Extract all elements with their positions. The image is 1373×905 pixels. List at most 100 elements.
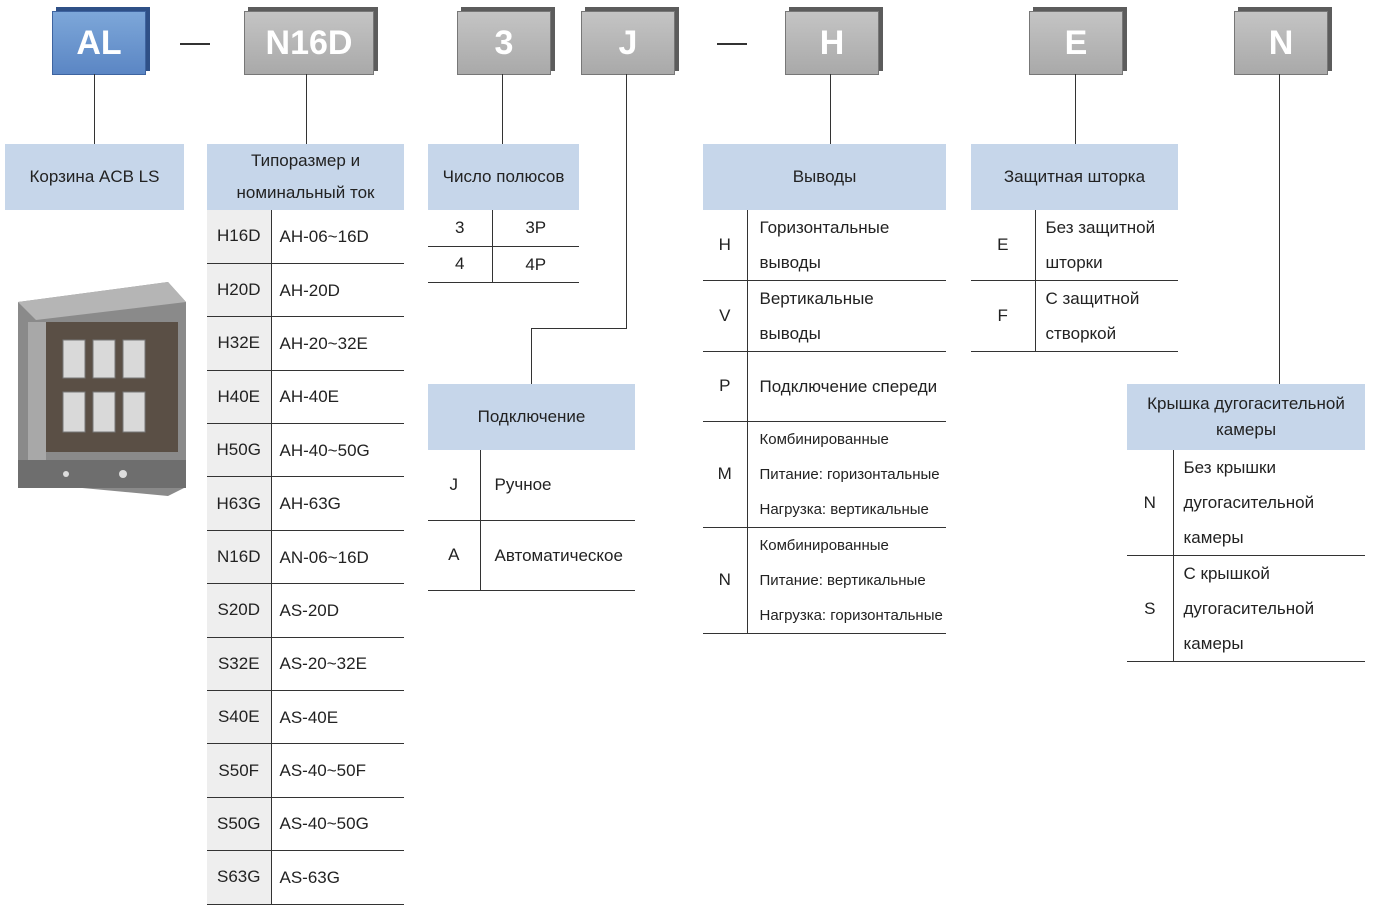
poles-row-code: 3 <box>428 210 493 247</box>
frame-row-code: H16D <box>207 210 272 264</box>
terminals-header: Выводы <box>703 144 946 210</box>
terminals-row-desc: Подключение спереди <box>747 351 946 422</box>
terminals-row-code: M <box>703 421 748 528</box>
arc-cover-row: S С крышкой дугогасительной камеры <box>1127 555 1365 662</box>
frame-header-line2: номинальный ток <box>236 183 375 202</box>
connector-line <box>1279 74 1280 384</box>
cradle-header: Корзина ACB LS <box>5 144 184 210</box>
shutter-row-desc-line: Без защитной <box>1045 218 1156 237</box>
separator-dash <box>717 43 747 45</box>
separator-dash <box>180 43 210 45</box>
terminals-row-desc-line: Питание: горизонтальные <box>759 465 940 483</box>
connector-line <box>626 74 627 328</box>
code-box-n16d: N16D <box>244 11 374 75</box>
frame-row-model: AS-40E <box>271 690 404 745</box>
terminals-row-desc-line: Вертикальные <box>759 289 874 308</box>
frame-row-model: AS-40~50G <box>271 797 404 852</box>
frame-row-code: S32E <box>207 637 272 692</box>
shutter-row-code: E <box>971 210 1036 281</box>
code-box-al: AL <box>52 11 146 75</box>
arc-cover-header-line2: камеры <box>1215 420 1277 439</box>
arc-cover-row-desc-line: дугогасительной <box>1183 599 1315 618</box>
terminals-row-desc-line: Нагрузка: вертикальные <box>759 500 929 518</box>
frame-row-model: AS-40~50F <box>271 743 404 798</box>
frame-row-model: AS-20D <box>271 583 404 638</box>
terminals-row-desc-line: Комбинированные <box>759 430 889 448</box>
arc-cover-row-desc: С крышкой дугогасительной камеры <box>1173 555 1365 662</box>
terminals-row-desc-line: Нагрузка: горизонтальные <box>759 606 943 624</box>
connection-row-desc: Ручное <box>480 450 635 521</box>
terminals-row-code: V <box>703 280 748 352</box>
shutter-header: Защитная шторка <box>971 144 1178 210</box>
frame-row-code: S50F <box>207 743 272 798</box>
connector-line <box>830 74 831 144</box>
terminals-row-desc-line: выводы <box>759 324 821 343</box>
arc-cover-header: Крышка дугогасительной камеры <box>1127 384 1365 450</box>
terminals-row-desc-line: Подключение спереди <box>759 376 938 396</box>
connection-row-desc: Автоматическое <box>480 520 635 591</box>
connector-line <box>94 74 95 144</box>
code-box-connection: J <box>581 11 675 75</box>
code-box-shutter: E <box>1029 11 1123 75</box>
code-box-poles: 3 <box>457 11 551 75</box>
terminals-row-desc-line: Горизонтальные <box>759 218 890 237</box>
arc-cover-row-desc-line: Без крышки <box>1183 458 1276 477</box>
arc-cover-row-code: S <box>1127 555 1174 662</box>
frame-row-code: H32E <box>207 316 272 371</box>
cradle-photo-icon <box>18 282 186 496</box>
connector-line <box>306 74 307 144</box>
arc-cover-header-line1: Крышка дугогасительной <box>1147 394 1345 413</box>
shutter-row-code: F <box>971 280 1036 352</box>
terminals-row-code: N <box>703 527 748 634</box>
frame-row-code: H40E <box>207 370 272 425</box>
frame-row-model: AH-20D <box>271 263 404 318</box>
frame-row-model: AH-40~50G <box>271 423 404 478</box>
arc-cover-row-desc-line: камеры <box>1183 634 1244 653</box>
frame-row-model: AH-06~16D <box>271 210 404 264</box>
connector-line <box>531 328 532 384</box>
frame-row-code: N16D <box>207 530 272 585</box>
arc-cover-row-desc-line: С крышкой <box>1183 564 1270 583</box>
terminals-row-desc: Вертикальные выводы <box>747 280 946 352</box>
code-box-arc-cover: N <box>1234 11 1328 75</box>
frame-row-code: H63G <box>207 476 272 531</box>
frame-row-code: S40E <box>207 690 272 745</box>
frame-row-model: AS-63G <box>271 850 404 905</box>
frame-header-line1: Типоразмер и <box>250 151 361 170</box>
terminals-row-desc-line: выводы <box>759 253 821 272</box>
arc-cover-row-desc-line: дугогасительной <box>1183 493 1315 512</box>
connection-header: Подключение <box>428 384 635 450</box>
connector-line <box>1075 74 1076 144</box>
code-box-terminals: H <box>785 11 879 75</box>
poles-row-code: 4 <box>428 246 493 283</box>
poles-header: Число полюсов <box>428 144 579 210</box>
terminals-row-desc-line: Питание: вертикальные <box>759 571 926 589</box>
poles-row-value: 4P <box>492 246 579 283</box>
shutter-row-desc-line: створкой <box>1045 324 1117 343</box>
